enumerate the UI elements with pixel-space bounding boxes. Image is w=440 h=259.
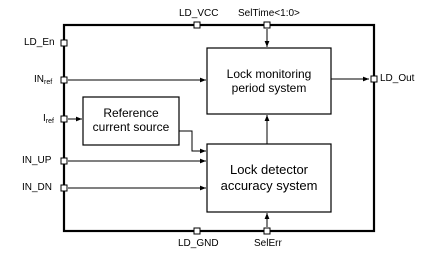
reference-current-title: Reference current source	[83, 106, 179, 135]
pin-ld-gnd	[193, 227, 201, 235]
lock-monitoring-title: Lock monitoring period system	[207, 67, 331, 96]
pin-i-ref	[60, 115, 68, 123]
label-ld-vcc: LD_VCC	[179, 8, 219, 19]
label-in-dn: IN_DN	[22, 182, 53, 193]
label-in-ref-main: IN	[34, 74, 44, 85]
pin-ld-en	[60, 39, 68, 47]
pin-selerr	[263, 227, 271, 235]
pin-in-up	[60, 157, 68, 165]
pin-ld-out	[370, 75, 378, 83]
label-i-ref-main: I	[43, 113, 46, 124]
lock-monitoring-block	[206, 47, 332, 115]
label-ld-gnd: LD_GND	[178, 238, 219, 249]
label-ld-out: LD_Out	[380, 73, 415, 84]
label-selerr: SelErr	[254, 238, 282, 249]
pin-in-dn	[60, 184, 68, 192]
label-in-ref-sub: ref	[44, 79, 53, 86]
pin-in-ref	[60, 76, 68, 84]
reference-current-block	[82, 96, 180, 146]
pin-ld-vcc	[193, 21, 201, 29]
reference-current-line1: Reference	[103, 106, 159, 120]
label-in-ref: INref	[34, 74, 53, 87]
pin-seltime	[263, 21, 271, 29]
lock-detector-line1: Lock detector	[229, 162, 309, 177]
lock-monitoring-line1: Lock monitoring	[226, 67, 312, 81]
reference-current-line2: current source	[92, 120, 170, 135]
label-seltime: SelTime<1:0>	[238, 8, 300, 19]
lock-detector-title: Lock detector accuracy system	[207, 162, 331, 193]
label-ld-en: LD_En	[24, 37, 55, 48]
label-i-ref: Iref	[43, 113, 54, 126]
lock-monitoring-line2: period system	[231, 81, 307, 96]
lock-detector-line2: accuracy system	[220, 177, 318, 193]
lock-detector-block	[206, 143, 332, 213]
label-in-up: IN_UP	[22, 155, 52, 166]
chip-boundary	[62, 23, 376, 233]
label-i-ref-sub: ref	[45, 118, 54, 125]
wire-ref-to-detector	[179, 130, 206, 154]
